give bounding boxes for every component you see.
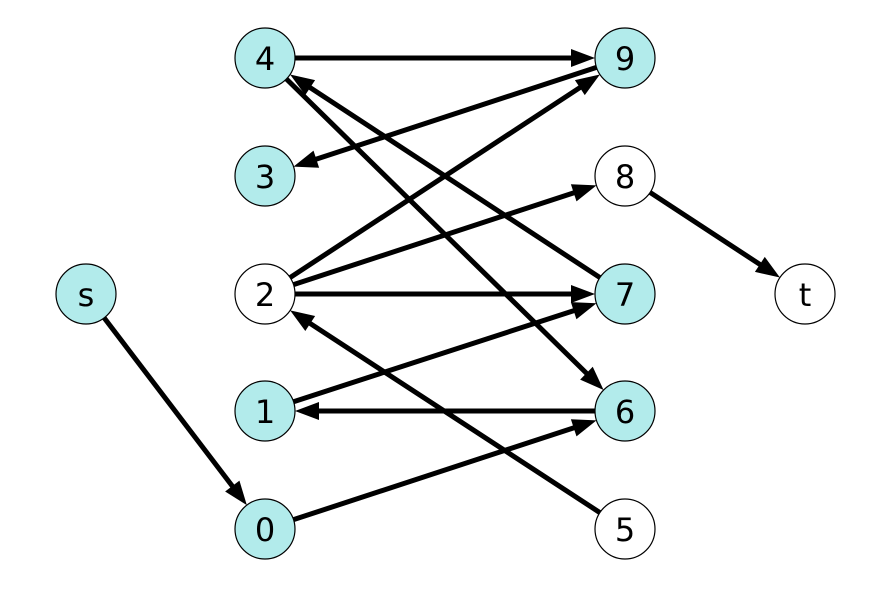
node-circle — [774, 263, 836, 325]
node-circle — [234, 498, 296, 560]
arrowhead-icon — [295, 402, 319, 420]
edge-line — [305, 83, 602, 280]
node-5: 5 — [594, 498, 656, 560]
arrowhead-icon — [754, 256, 780, 278]
edge-8-to-t — [648, 190, 780, 278]
node-circle — [594, 380, 656, 442]
arrowhead-icon — [570, 419, 597, 437]
node-circle — [594, 498, 656, 560]
node-9: 9 — [594, 27, 656, 89]
edge-9-to-3 — [293, 64, 598, 168]
edge-2-to-9 — [288, 74, 600, 280]
node-circle — [594, 263, 656, 325]
arrowhead-icon — [570, 184, 597, 202]
node-0: 0 — [234, 498, 296, 560]
edge-2-to-7 — [295, 285, 595, 303]
node-6: 6 — [594, 380, 656, 442]
edge-line — [305, 319, 602, 515]
node-label: 3 — [255, 158, 275, 196]
node-label: 8 — [615, 158, 635, 196]
edge-0-to-6 — [292, 419, 597, 523]
node-circle — [594, 145, 656, 207]
edge-line — [311, 64, 598, 163]
arrowhead-icon — [290, 74, 316, 96]
node-circle — [234, 380, 296, 442]
node-label: 5 — [615, 511, 635, 549]
edge-line — [284, 77, 592, 378]
node-3: 3 — [234, 145, 296, 207]
node-circle — [55, 263, 117, 325]
node-circle — [234, 27, 296, 89]
edge-5-to-2 — [290, 310, 602, 515]
node-circle — [594, 27, 656, 89]
edges-layer — [102, 49, 780, 523]
arrowhead-icon — [571, 285, 595, 303]
node-label: 2 — [255, 276, 275, 314]
edge-4-to-9 — [295, 49, 595, 67]
arrowhead-icon — [571, 49, 595, 67]
node-label: 7 — [615, 276, 635, 314]
arrowhead-icon — [225, 480, 247, 506]
node-2: 2 — [234, 263, 296, 325]
node-circle — [234, 263, 296, 325]
node-s: s — [55, 263, 117, 325]
edge-line — [292, 189, 579, 288]
edge-line — [292, 424, 579, 523]
node-t: t — [774, 263, 836, 325]
edge-line — [288, 83, 585, 280]
node-label: 6 — [615, 393, 635, 431]
node-4: 4 — [234, 27, 296, 89]
node-7: 7 — [594, 263, 656, 325]
edge-6-to-1 — [295, 402, 595, 420]
edge-1-to-7 — [292, 302, 597, 405]
arrowhead-icon — [574, 74, 600, 96]
node-label: 1 — [255, 393, 275, 431]
edge-line — [102, 316, 237, 491]
arrowhead-icon — [570, 302, 597, 320]
node-label: 0 — [255, 511, 275, 549]
arrowhead-icon — [293, 150, 320, 168]
arrowhead-icon — [290, 310, 316, 332]
node-8: 8 — [594, 145, 656, 207]
node-label: 4 — [255, 40, 275, 78]
node-1: 1 — [234, 380, 296, 442]
node-label: t — [799, 276, 812, 314]
node-label: 9 — [615, 40, 635, 78]
edge-line — [292, 307, 579, 405]
node-label: s — [78, 276, 95, 314]
edge-4-to-6 — [284, 77, 604, 390]
edge-line — [648, 190, 765, 269]
edge-2-to-8 — [292, 184, 597, 288]
edge-7-to-4 — [290, 74, 602, 280]
node-circle — [234, 145, 296, 207]
edge-s-to-0 — [102, 316, 247, 506]
arrowhead-icon — [580, 366, 604, 390]
